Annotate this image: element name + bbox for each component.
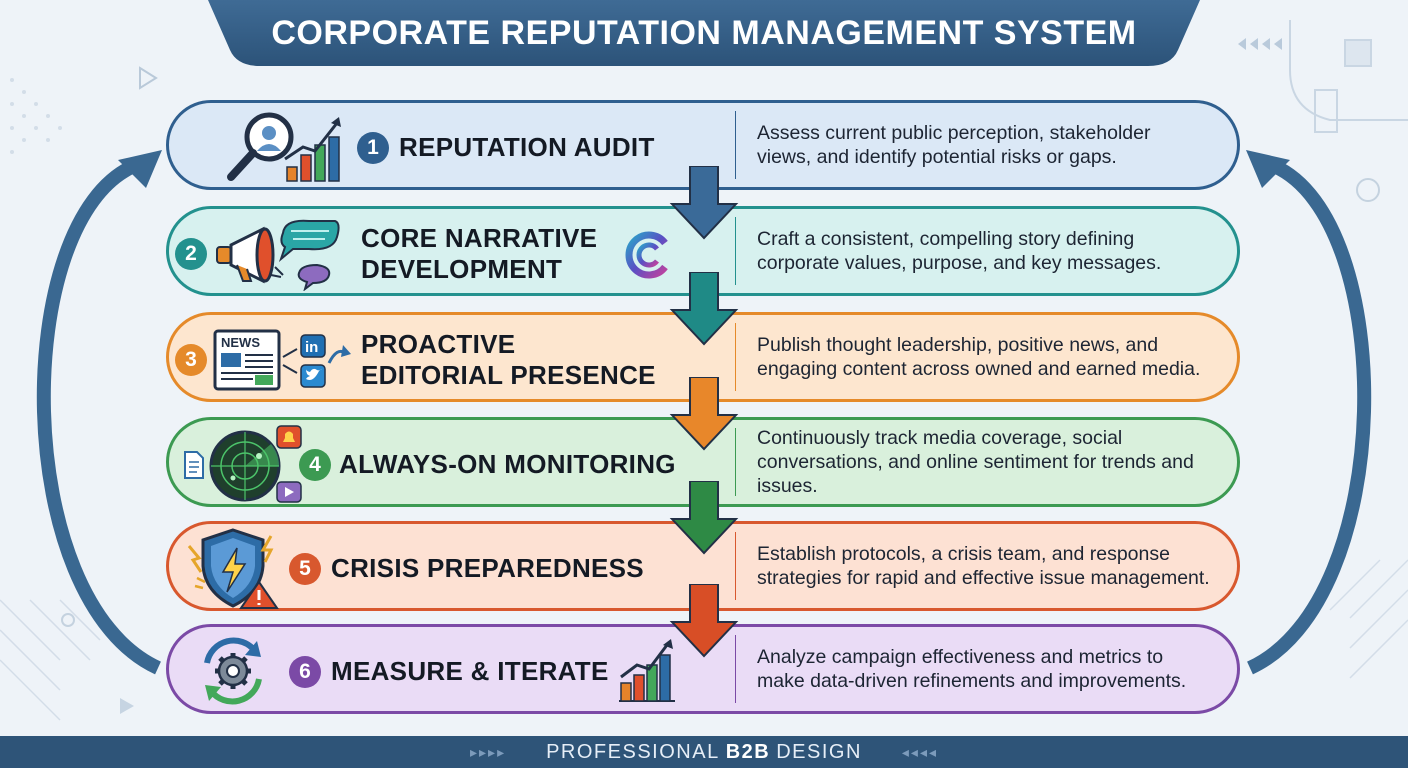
gear-cycle-icon (195, 633, 271, 709)
footer-suffix: DESIGN (776, 740, 862, 763)
step-title-line: ALWAYS-ON MONITORING (339, 449, 676, 479)
step-title: PROACTIVE EDITORIAL PRESENCE (361, 329, 656, 391)
footer-chevrons-left: ▸▸▸▸ (469, 743, 507, 760)
step-reputation-audit: 1 REPUTATION AUDIT Assess current public… (166, 100, 1240, 190)
step-number-badge: 6 (289, 656, 321, 688)
news-label: NEWS (221, 335, 260, 350)
step-description-line: conversations, and online sentiment for … (757, 451, 1194, 497)
step-title: ALWAYS-ON MONITORING (339, 449, 676, 480)
step-description: Publish thought leadership, positive new… (757, 315, 1233, 399)
flow-arrow-5-6 (669, 584, 739, 658)
flow-arrow-3-4 (669, 377, 739, 451)
step-description: Analyze campaign effectiveness and metri… (757, 627, 1233, 711)
step-title-line: PROACTIVE (361, 329, 516, 359)
magnifier-chart-icon (221, 111, 345, 183)
step-divider (735, 428, 736, 496)
step-title-line: EDITORIAL PRESENCE (361, 360, 656, 390)
twitter-icon (306, 368, 322, 380)
step-description-line: corporate values, purpose, and key messa… (757, 252, 1162, 274)
footer-bar: ▸▸▸▸ PROFESSIONAL B2B DESIGN ◂◂◂◂ (0, 736, 1408, 768)
step-title-line: REPUTATION AUDIT (399, 132, 655, 162)
step-title-line: DEVELOPMENT (361, 254, 563, 284)
footer-chevrons-right: ◂◂◂◂ (901, 743, 939, 760)
step-description-line: make data-driven refinements and improve… (757, 670, 1187, 692)
step-description: Establish protocols, a crisis team, and … (757, 524, 1233, 608)
step-crisis-preparedness: 5 CRISIS PREPAREDNESS Establish protocol… (166, 521, 1240, 611)
step-description: Continuously track media coverage, socia… (757, 420, 1233, 504)
linkedin-icon: in (305, 339, 318, 356)
step-number-badge: 5 (289, 553, 321, 585)
step-description: Craft a consistent, compelling story def… (757, 209, 1233, 293)
step-divider (735, 532, 736, 600)
step-number-badge: 2 (175, 238, 207, 270)
step-description-line: Analyze campaign effectiveness and metri… (757, 646, 1164, 668)
brand-logo (621, 229, 673, 281)
newspaper-icon: NEWS in (213, 327, 353, 393)
flow-arrow-4-5 (669, 481, 739, 555)
step-description-line: strategies for rapid and effective issue… (757, 567, 1210, 589)
footer-bold: B2B (725, 740, 771, 763)
step-title-line: CRISIS PREPAREDNESS (331, 553, 644, 583)
step-title: CRISIS PREPAREDNESS (331, 553, 644, 584)
step-divider (735, 323, 736, 391)
step-number-badge: 3 (175, 344, 207, 376)
step-title-line: CORE NARRATIVE (361, 223, 598, 253)
step-divider (735, 217, 736, 285)
step-description-line: views, and identify potential risks or g… (757, 146, 1117, 168)
step-number-badge: 4 (299, 449, 331, 481)
step-description-line: Assess current public perception, stakeh… (757, 122, 1151, 144)
flow-arrow-1-2 (669, 166, 739, 240)
flow-arrow-2-3 (669, 272, 739, 346)
step-title-line: MEASURE & ITERATE (331, 656, 609, 686)
step-title: MEASURE & ITERATE (331, 656, 609, 687)
shield-lightning-icon (183, 526, 283, 610)
step-description-line: Continuously track media coverage, socia… (757, 427, 1123, 449)
step-description-line: engaging content across owned and earned… (757, 358, 1201, 380)
right-cycle-arrow (1247, 159, 1372, 675)
step-title: CORE NARRATIVE DEVELOPMENT (361, 223, 597, 285)
step-description-line: Establish protocols, a crisis team, and … (757, 543, 1170, 565)
megaphone-icon (213, 215, 343, 292)
step-description-line: Craft a consistent, compelling story def… (757, 228, 1135, 250)
bar-chart-icon (617, 637, 677, 703)
step-description: Assess current public perception, stakeh… (757, 103, 1233, 187)
step-divider (735, 111, 736, 179)
radar-icon (179, 424, 309, 506)
step-number-badge: 1 (357, 132, 389, 164)
step-description-line: Publish thought leadership, positive new… (757, 334, 1159, 356)
title-banner: CORPORATE REPUTATION MANAGEMENT SYSTEM (208, 0, 1200, 66)
step-divider (735, 635, 736, 703)
left-cycle-arrow (36, 159, 161, 675)
page-title: CORPORATE REPUTATION MANAGEMENT SYSTEM (271, 14, 1137, 52)
step-title: REPUTATION AUDIT (399, 132, 655, 163)
footer-prefix: PROFESSIONAL (546, 740, 720, 763)
